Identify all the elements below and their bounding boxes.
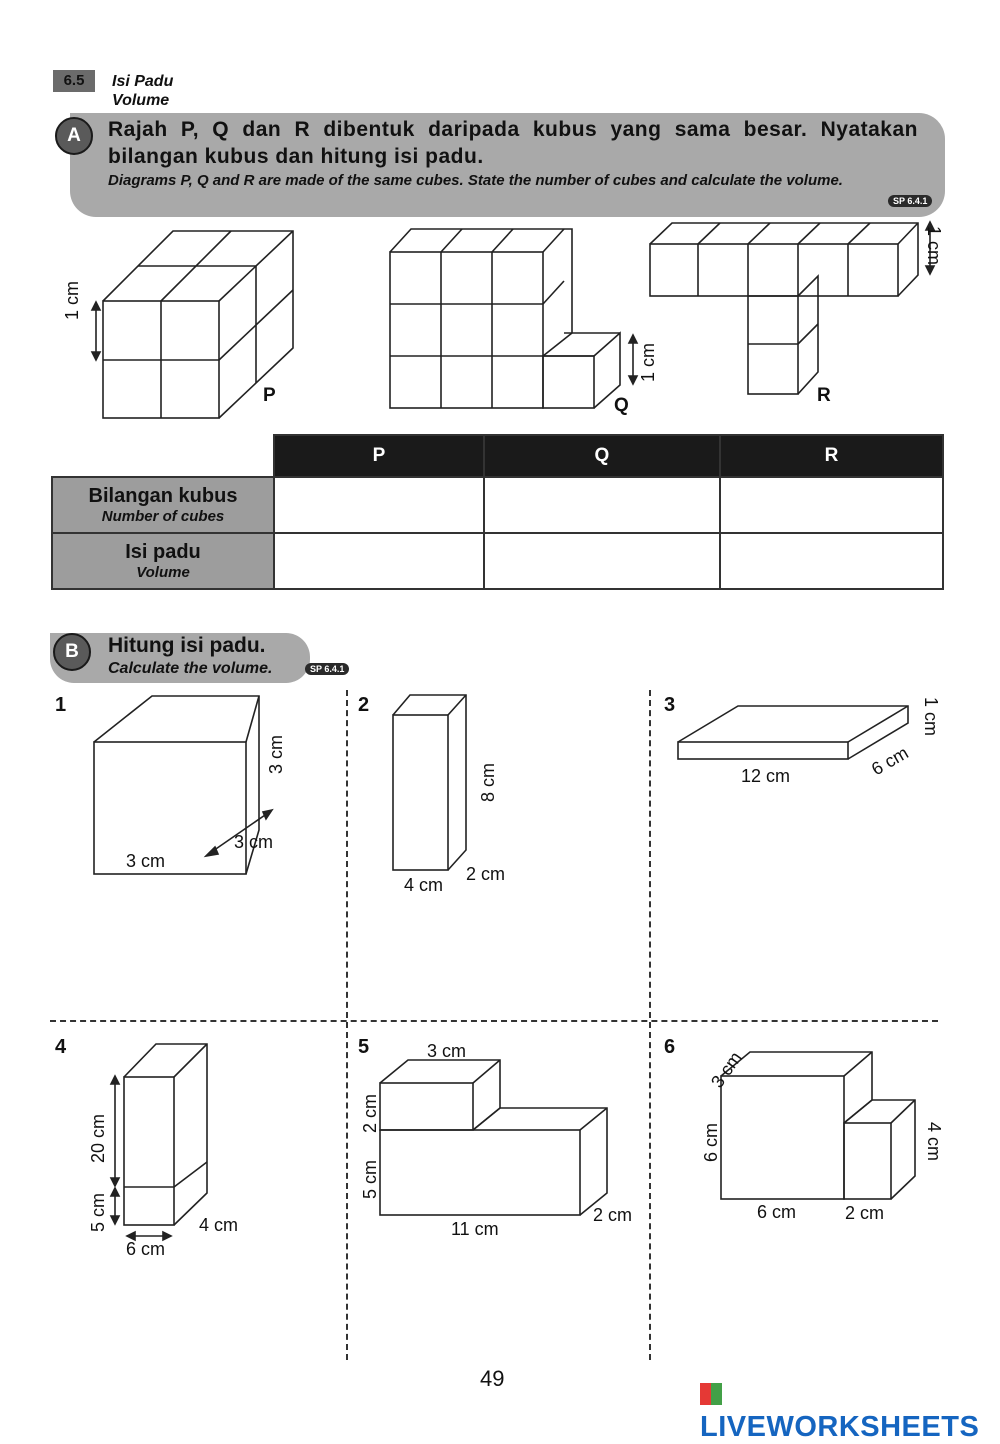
figure-5-step-shape xyxy=(379,1059,608,1216)
question-number-5: 5 xyxy=(358,1036,370,1058)
figure-3-cuboid xyxy=(677,705,909,760)
brand-logo-text: LIVEWORKSHEETS xyxy=(700,1411,980,1443)
q6-right-height-label: 4 cm xyxy=(924,1122,944,1162)
divider-vertical-2 xyxy=(649,690,651,1360)
divider-horizontal xyxy=(50,1020,938,1022)
part-b-label: B xyxy=(53,633,91,671)
column-header-r: R xyxy=(718,434,945,478)
figure-2-cuboid xyxy=(392,694,467,871)
diagram-r-unit: 1 cm xyxy=(924,226,944,266)
q5-bottom-height-label: 5 cm xyxy=(360,1159,380,1199)
diagram-r-cubes xyxy=(649,222,919,395)
section-title: Isi Padu Volume xyxy=(112,72,173,110)
part-b-question-ms: Hitung isi padu. xyxy=(108,634,266,657)
cube-diagrams xyxy=(90,220,936,419)
answer-cell-p-cubes[interactable] xyxy=(273,476,485,534)
q1-depth-label: 3 cm xyxy=(234,832,274,852)
divider-vertical-1 xyxy=(346,690,348,1360)
diagram-p-unit: 1 cm xyxy=(62,280,82,320)
answer-cell-p-volume[interactable] xyxy=(273,532,485,590)
answer-cell-r-volume[interactable] xyxy=(718,532,945,590)
row-header-cubes: Bilangan kubus Number of cubes xyxy=(51,476,275,534)
part-a-banner xyxy=(70,113,945,217)
part-a-label: A xyxy=(55,117,93,155)
q4-lower-height-label: 5 cm xyxy=(88,1192,108,1232)
q2-width-label: 4 cm xyxy=(404,875,444,895)
diagram-r-label: R xyxy=(817,385,831,406)
cuboid-figures xyxy=(93,694,916,1242)
section-number: 6.5 xyxy=(53,70,95,92)
q6-left-width-label: 6 cm xyxy=(757,1202,797,1222)
figure-1-cube xyxy=(93,695,274,875)
q5-top-width-label: 3 cm xyxy=(427,1041,467,1061)
column-header-p: P xyxy=(273,434,485,478)
q3-height-label: 1 cm xyxy=(921,697,941,737)
q2-depth-label: 2 cm xyxy=(466,864,506,884)
question-number-2: 2 xyxy=(358,694,370,716)
q3-width-label: 12 cm xyxy=(741,766,791,786)
part-a-question-en: Diagrams P, Q and R are made of the same… xyxy=(108,172,843,189)
part-b-badge: SP 6.4.1 xyxy=(305,663,350,675)
part-b-banner xyxy=(50,633,310,683)
q6-right-width-label: 2 cm xyxy=(845,1203,885,1223)
figure-4-cuboid xyxy=(109,1043,208,1242)
part-a-question-ms: Rajah P, Q dan R dibentuk daripada kubus… xyxy=(108,118,918,168)
question-number-4: 4 xyxy=(55,1036,67,1058)
q1-width-label: 3 cm xyxy=(126,851,166,871)
part-a-badge: SP 6.4.1 xyxy=(888,195,933,207)
q5-depth-label: 2 cm xyxy=(593,1205,633,1225)
part-b-question-en: Calculate the volume. xyxy=(108,660,273,677)
row-header-volume: Isi padu Volume xyxy=(51,532,275,590)
question-number-3: 3 xyxy=(664,694,676,716)
answer-cell-q-cubes[interactable] xyxy=(482,476,721,534)
section-title-en: Volume xyxy=(112,92,170,109)
diagram-q-unit: 1 cm xyxy=(638,342,658,382)
q6-left-height-label: 6 cm xyxy=(701,1122,721,1162)
answer-cell-q-volume[interactable] xyxy=(482,532,721,590)
q4-width-label: 6 cm xyxy=(126,1239,166,1259)
question-number-1: 1 xyxy=(55,694,67,716)
answer-cell-r-cubes[interactable] xyxy=(718,476,945,534)
q4-depth-label: 4 cm xyxy=(199,1215,239,1235)
page-number: 49 xyxy=(480,1366,505,1391)
brand-logo-icon xyxy=(700,1383,722,1405)
column-header-q: Q xyxy=(482,434,721,478)
q2-height-label: 8 cm xyxy=(478,762,498,802)
q5-top-height-label: 2 cm xyxy=(360,1093,380,1133)
q1-height-label: 3 cm xyxy=(266,734,286,774)
brand-logo: LIVEWORKSHEETS xyxy=(700,1378,1000,1444)
diagram-q-label: Q xyxy=(614,395,629,416)
diagram-p-label: P xyxy=(263,385,276,406)
answer-table: P Q R Bilangan kubus Number of cubes Isi… xyxy=(51,434,945,590)
diagram-p-cubes xyxy=(102,230,294,419)
q4-upper-height-label: 20 cm xyxy=(88,1113,108,1163)
q5-width-label: 11 cm xyxy=(451,1219,499,1239)
question-number-6: 6 xyxy=(664,1036,676,1058)
figure-6-step-shape xyxy=(720,1051,916,1200)
table-row-number-of-cubes: Bilangan kubus Number of cubes xyxy=(51,476,945,534)
section-title-ms: Isi Padu xyxy=(112,73,174,90)
diagram-q-cubes xyxy=(389,228,621,409)
table-row-volume: Isi padu Volume xyxy=(51,532,945,590)
